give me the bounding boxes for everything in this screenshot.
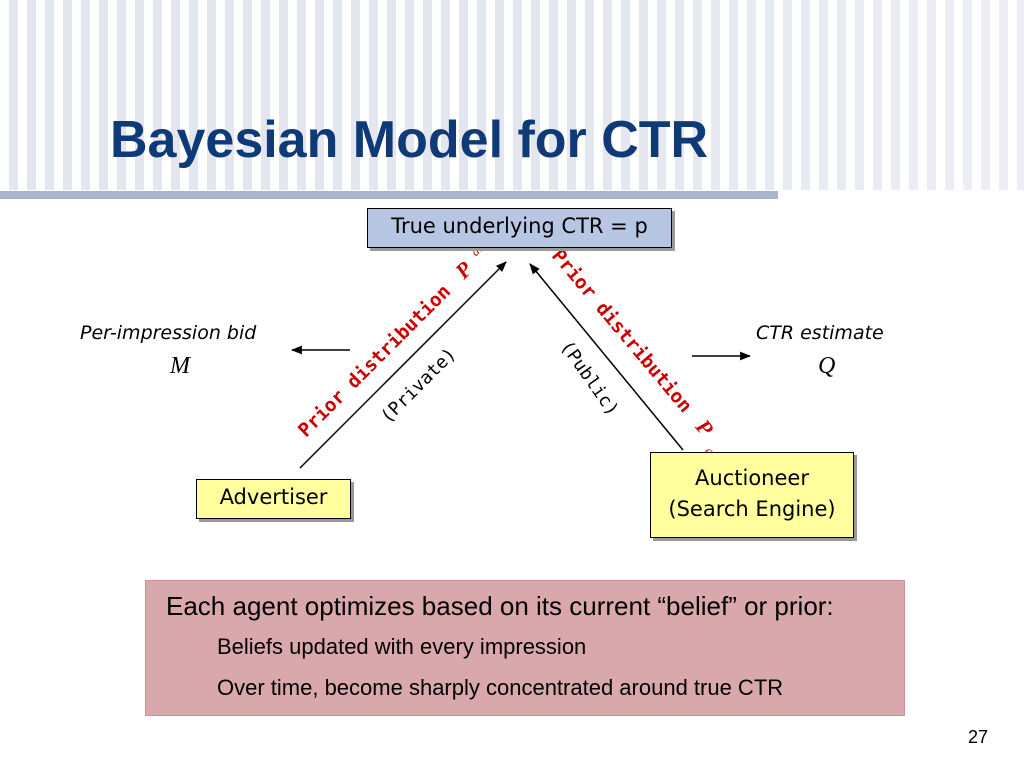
true-ctr-label: True underlying CTR = p [391,214,648,238]
slide-title: Bayesian Model for CTR [110,111,709,169]
bid-variable: M [170,353,190,379]
estimate-variable: Q [818,353,836,379]
header-stripes-fade [0,0,1024,190]
auctioneer-to-ctr-arrow [529,263,684,451]
advertiser-to-ctr-arrow [299,261,507,469]
advertiser-node: Advertiser [196,479,351,519]
auctioneer-node: Auctioneer (Search Engine) [650,452,854,538]
header-stripes [0,0,1024,190]
right-public-note: (Public) [556,337,623,420]
auctioneer-label: Auctioneer [695,466,809,490]
summary-callout: Each agent optimizes based on its curren… [145,580,905,716]
per-impression-bid-label: Per-impression bid [80,322,257,344]
callout-main-text: Each agent optimizes based on its curren… [166,591,834,621]
page-number: 27 [967,727,988,747]
callout-bullet: Beliefs updated with every impression [217,634,587,659]
true-ctr-node: True underlying CTR = p [367,208,672,248]
callout-bullet: Over time, become sharply concentrated a… [217,675,784,700]
search-engine-label: (Search Engine) [668,497,836,521]
ctr-estimate-label: CTR estimate [756,322,884,344]
advertiser-label: Advertiser [219,485,328,509]
title-underline [0,191,778,199]
